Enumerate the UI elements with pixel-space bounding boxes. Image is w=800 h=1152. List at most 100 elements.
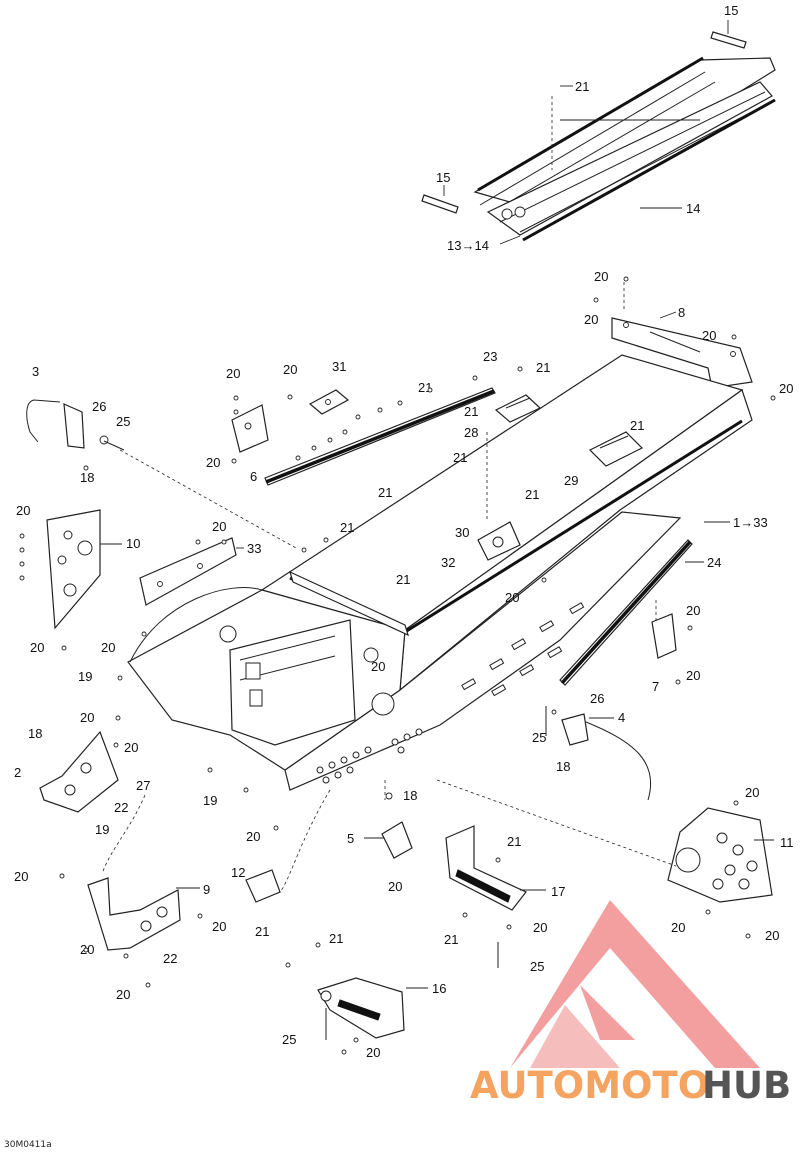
callout-28: 28: [464, 425, 478, 440]
bracket-29: [588, 431, 644, 467]
assembly-lines: [101, 96, 677, 893]
callout-21: 21: [464, 404, 478, 419]
callout-20: 20: [671, 920, 685, 935]
watermark-text-part2: HUB: [702, 1064, 791, 1107]
callout-33: 33: [247, 541, 261, 556]
callout-1-33: 1→33: [733, 515, 768, 530]
callout-20: 20: [14, 869, 28, 884]
callout-18: 18: [28, 726, 42, 741]
callout-20: 20: [80, 710, 94, 725]
front-side-panel-10: [46, 509, 101, 630]
callout-20: 20: [16, 503, 30, 518]
callout-21: 21: [536, 360, 550, 375]
callout-3: 3: [32, 364, 39, 379]
callout-24: 24: [707, 555, 721, 570]
watermark-logo: AUTOMOTO HUB: [470, 900, 791, 1107]
callout-21: 21: [525, 487, 539, 502]
bracket-2: [39, 730, 119, 813]
callout-20: 20: [594, 269, 608, 284]
callout-12: 12: [231, 865, 245, 880]
callout-25: 25: [532, 730, 546, 745]
fasteners: [19, 276, 776, 1055]
bracket-12: [245, 869, 281, 903]
callout-18: 18: [80, 470, 94, 485]
callout-22: 22: [163, 951, 177, 966]
callout-20: 20: [116, 987, 130, 1002]
bracket-9: [87, 877, 181, 951]
handle-4: [561, 713, 652, 801]
callout-21: 21: [630, 418, 644, 433]
callout-20: 20: [124, 740, 138, 755]
callout-19: 19: [203, 793, 217, 808]
callout-20: 20: [702, 328, 716, 343]
callout-21: 21: [575, 79, 589, 94]
callout-20: 20: [686, 603, 700, 618]
callout-17: 17: [551, 884, 565, 899]
callout-21: 21: [255, 924, 269, 939]
bracket-33: [139, 537, 237, 606]
callout-20: 20: [745, 785, 759, 800]
bracket-30-32: [477, 521, 521, 561]
bracket-28: [494, 394, 542, 423]
handle-3: [26, 399, 85, 449]
callout-21: 21: [444, 932, 458, 947]
callout-20: 20: [388, 879, 402, 894]
rail-assembly: [473, 56, 776, 242]
floor-perforations: [316, 728, 423, 784]
bracket-16: [317, 977, 405, 1039]
callout-8: 8: [678, 305, 685, 320]
callout-18: 18: [556, 759, 570, 774]
callout-4: 4: [618, 710, 625, 725]
callout-20: 20: [30, 640, 44, 655]
callout-13-14: 13→14: [447, 238, 489, 253]
callout-18: 18: [403, 788, 417, 803]
bracket-5: [381, 821, 413, 859]
callout-20: 20: [533, 920, 547, 935]
callout-29: 29: [564, 473, 578, 488]
callout-25: 25: [116, 414, 130, 429]
callout-25: 25: [282, 1032, 296, 1047]
watermark-text-part1: AUTOMOTO: [470, 1064, 709, 1107]
slider-shoe-lower: [421, 194, 459, 214]
callout-20: 20: [226, 366, 240, 381]
callout-25: 25: [530, 959, 544, 974]
callout-23: 23: [483, 349, 497, 364]
edge-molding-23: [264, 387, 496, 486]
callout-27: 27: [136, 778, 150, 793]
tunnel-frame: [127, 354, 753, 791]
callout-20: 20: [686, 668, 700, 683]
callout-20: 20: [584, 312, 598, 327]
bracket-17: [445, 825, 527, 911]
callout-30: 30: [455, 525, 469, 540]
logo-triangle-icon: [510, 900, 760, 1068]
callout-20: 20: [366, 1045, 380, 1060]
callout-22: 22: [114, 800, 128, 815]
callout-20: 20: [206, 455, 220, 470]
callout-20: 20: [283, 362, 297, 377]
callout-15: 15: [436, 170, 450, 185]
callout-20: 20: [371, 659, 385, 674]
bracket-6: [231, 404, 269, 453]
callout-10: 10: [126, 536, 140, 551]
edge-molding-24: [559, 539, 693, 686]
callout-20: 20: [505, 590, 519, 605]
callout-20: 20: [101, 640, 115, 655]
callout-15: 15: [724, 3, 738, 18]
callout-20: 20: [212, 519, 226, 534]
callout-19: 19: [95, 822, 109, 837]
callout-21: 21: [507, 834, 521, 849]
callout-26: 26: [92, 399, 106, 414]
footrest-slots: [461, 602, 585, 697]
callout-21: 21: [340, 520, 354, 535]
callout-21: 21: [396, 572, 410, 587]
callout-6: 6: [250, 469, 257, 484]
callout-20: 20: [765, 928, 779, 943]
callout-20: 20: [212, 919, 226, 934]
callout-5: 5: [347, 831, 354, 846]
leader-lines: [100, 20, 774, 989]
callout-2: 2: [14, 765, 21, 780]
slider-shoe-upper: [710, 31, 747, 49]
rear-bumper-bracket: [611, 317, 753, 389]
callout-16: 16: [432, 981, 446, 996]
